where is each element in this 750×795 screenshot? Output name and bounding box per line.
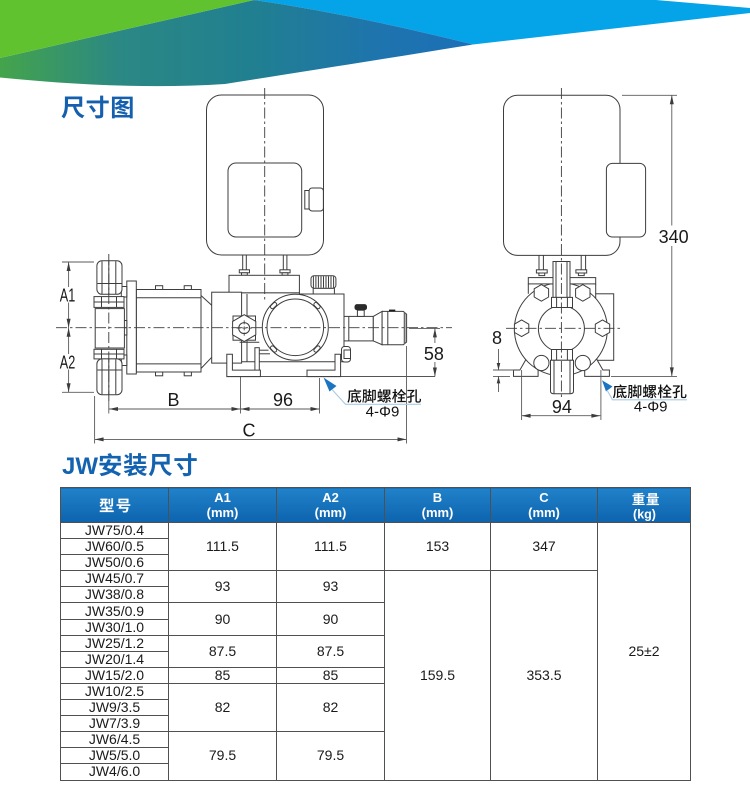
- svg-text:340: 340: [659, 227, 689, 247]
- svg-text:C: C: [243, 421, 256, 441]
- svg-text:A2: A2: [60, 353, 76, 373]
- svg-text:94: 94: [552, 397, 572, 417]
- svg-text:4-Φ9: 4-Φ9: [634, 399, 668, 416]
- svg-text:4-Φ9: 4-Φ9: [366, 404, 400, 421]
- svg-text:96: 96: [273, 390, 293, 410]
- svg-text:B: B: [167, 390, 179, 410]
- svg-text:JW: JW: [62, 453, 98, 480]
- svg-text:A1: A1: [60, 286, 76, 306]
- svg-text:(kg): (kg): [633, 508, 656, 522]
- svg-text:8: 8: [492, 328, 502, 348]
- svg-text:58: 58: [424, 344, 444, 364]
